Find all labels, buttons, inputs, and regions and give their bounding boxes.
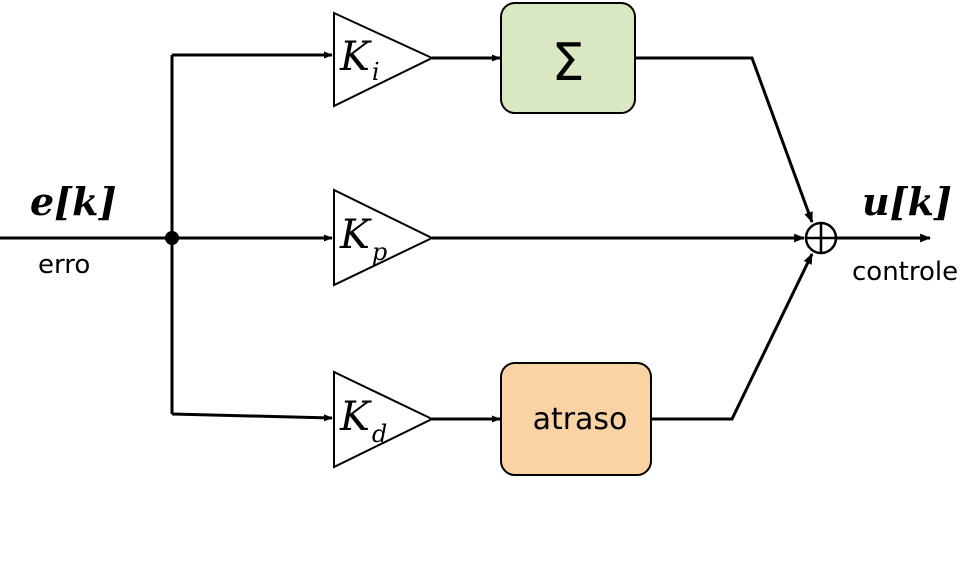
svg-text:Kd: Kd bbox=[339, 394, 387, 448]
summing-junction bbox=[804, 221, 838, 255]
input-caption: erro bbox=[38, 250, 90, 280]
summation-block: Σ bbox=[500, 2, 636, 114]
summation-symbol: Σ bbox=[552, 33, 585, 93]
wire-delay-to-junction bbox=[651, 253, 814, 421]
output-caption: controle bbox=[852, 257, 958, 287]
delay-label: atraso bbox=[533, 402, 628, 437]
delay-block: atraso bbox=[500, 362, 652, 476]
wire-sum-to-junction bbox=[635, 56, 814, 224]
svg-text:Kp: Kp bbox=[339, 212, 387, 266]
input-signal-label: e[k] bbox=[30, 179, 116, 224]
gain-kp: Kp bbox=[333, 188, 435, 287]
gain-kd: Kd bbox=[333, 370, 435, 469]
svg-text:Ki: Ki bbox=[339, 34, 380, 86]
wire-to-kd bbox=[171, 412, 333, 422]
gain-ki: Ki bbox=[333, 11, 435, 108]
output-signal-label: u[k] bbox=[862, 179, 952, 224]
